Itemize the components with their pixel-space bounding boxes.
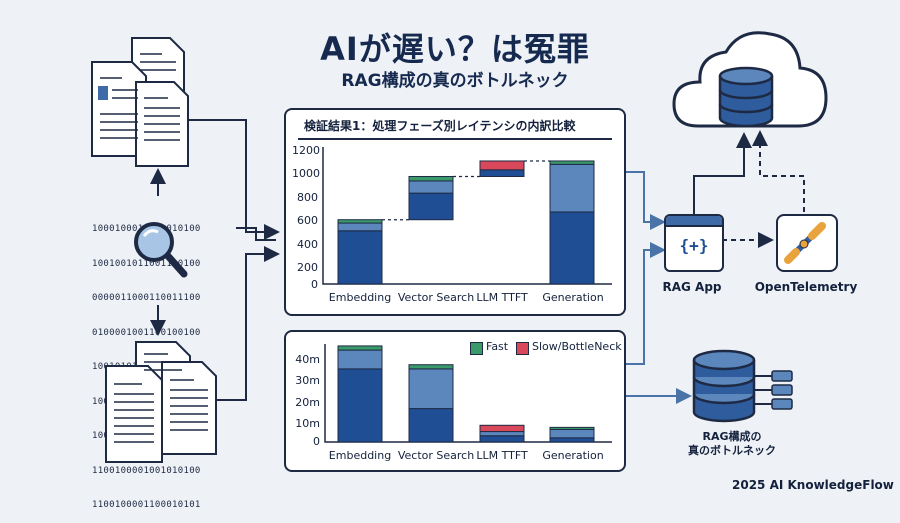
bar-segment-embedding: [337, 349, 383, 370]
bar-segment-generation: [549, 160, 595, 165]
bar-segment-llm-ttft: [479, 435, 525, 443]
y-tick-label: 20m: [295, 396, 320, 409]
legend-slow-label: Slow/BottleNeck: [532, 340, 622, 353]
page-subtitle: RAG構成の真のボトルネック: [341, 71, 569, 91]
bar-segment-vector-search: [408, 175, 454, 182]
bar-segment-embedding: [337, 219, 383, 224]
arrow-panel-top-to-app: [624, 171, 666, 230]
y-tick-label: 600: [297, 214, 318, 227]
page-title: AIが遅い？は冤罪: [320, 30, 590, 68]
binary-line: 0100001001100100100: [92, 327, 201, 338]
bar-segment-vector-search: [408, 408, 454, 443]
documents-top-icon: [91, 37, 189, 167]
rag-app-label: RAG App: [662, 280, 722, 294]
documents-bottom-icon: [105, 341, 217, 463]
code-icon: {+}: [679, 236, 709, 255]
bar-segment-vector-search: [408, 368, 454, 410]
chart-axes: [322, 147, 612, 285]
bar-segment-embedding: [337, 368, 383, 443]
y-tick-label: 40m: [295, 353, 320, 366]
bar-segment-vector-search: [408, 192, 454, 221]
db-caption-line2: 真のボトルネック: [688, 444, 776, 457]
x-tick-label: Vector Search: [397, 449, 475, 462]
y-tick-label: 10m: [295, 417, 320, 430]
y-tick-label: 1000: [292, 167, 320, 180]
telescope-icon: [784, 222, 826, 264]
window-titlebar: [666, 216, 722, 227]
bar-segment-generation: [549, 428, 595, 439]
y-tick-label: 1200: [292, 144, 320, 157]
arrow-app-to-cloud: [693, 132, 752, 214]
x-tick-label: Embedding: [328, 291, 392, 304]
y-tick-label: 0: [313, 435, 320, 448]
binary-line: 1001001011001100100: [92, 258, 201, 269]
chart-bottom-plot: [324, 344, 612, 443]
legend-slow-swatch: [516, 342, 529, 355]
bar-segment-generation: [549, 426, 595, 430]
db-caption-line1: RAG構成の: [702, 430, 762, 443]
x-tick-label: LLM TTFT: [476, 291, 528, 304]
chart-top-title: 検証結果1：処理フェーズ別レイテンシの内訳比較: [298, 116, 612, 140]
flow-arrows: [150, 119, 805, 404]
cloud-database-icon: [672, 31, 828, 128]
rag-app-box: {+}: [664, 214, 724, 272]
bar-segment-embedding: [337, 345, 383, 351]
arrow-panel-bottom-to-app: [624, 242, 666, 365]
bar-segment-llm-ttft: [479, 424, 525, 433]
magnifier-icon: [134, 222, 188, 278]
arrow-otel-to-cloud: [752, 130, 805, 212]
opentelemetry-label: OpenTelemetry: [754, 280, 858, 294]
binary-line: 0000011000110011100: [92, 293, 201, 303]
x-tick-label: Generation: [542, 291, 604, 304]
bar-segment-llm-ttft: [479, 160, 525, 171]
arrow-docs-to-panel-top-2: [216, 246, 280, 401]
x-tick-label: LLM TTFT: [476, 449, 528, 462]
bar-segment-llm-ttft: [479, 431, 525, 437]
y-tick-label: 30m: [295, 374, 320, 387]
bar-segment-generation: [549, 437, 595, 443]
y-tick-label: 200: [297, 261, 318, 274]
footer-credit: 2025 AI KnowledgeFlow: [732, 478, 894, 492]
arrow-binary-to-panel: [236, 227, 276, 241]
legend-fast-swatch: [470, 342, 483, 355]
chart-top-plot: [322, 147, 612, 285]
bar-segment-generation: [549, 211, 595, 285]
legend-fast-label: Fast: [486, 340, 509, 353]
x-tick-label: Embedding: [328, 449, 392, 462]
database-stack-icon: [692, 349, 793, 423]
y-tick-label: 800: [297, 191, 318, 204]
x-tick-label: Generation: [542, 449, 604, 462]
binary-line: 1100100001001010100: [92, 465, 201, 476]
bar-segment-vector-search: [408, 364, 454, 370]
x-tick-label: Vector Search: [397, 291, 475, 304]
y-tick-label: 400: [297, 238, 318, 251]
y-tick-label: 0: [311, 278, 318, 291]
arrow-docs-to-panel-top-1: [186, 119, 280, 240]
